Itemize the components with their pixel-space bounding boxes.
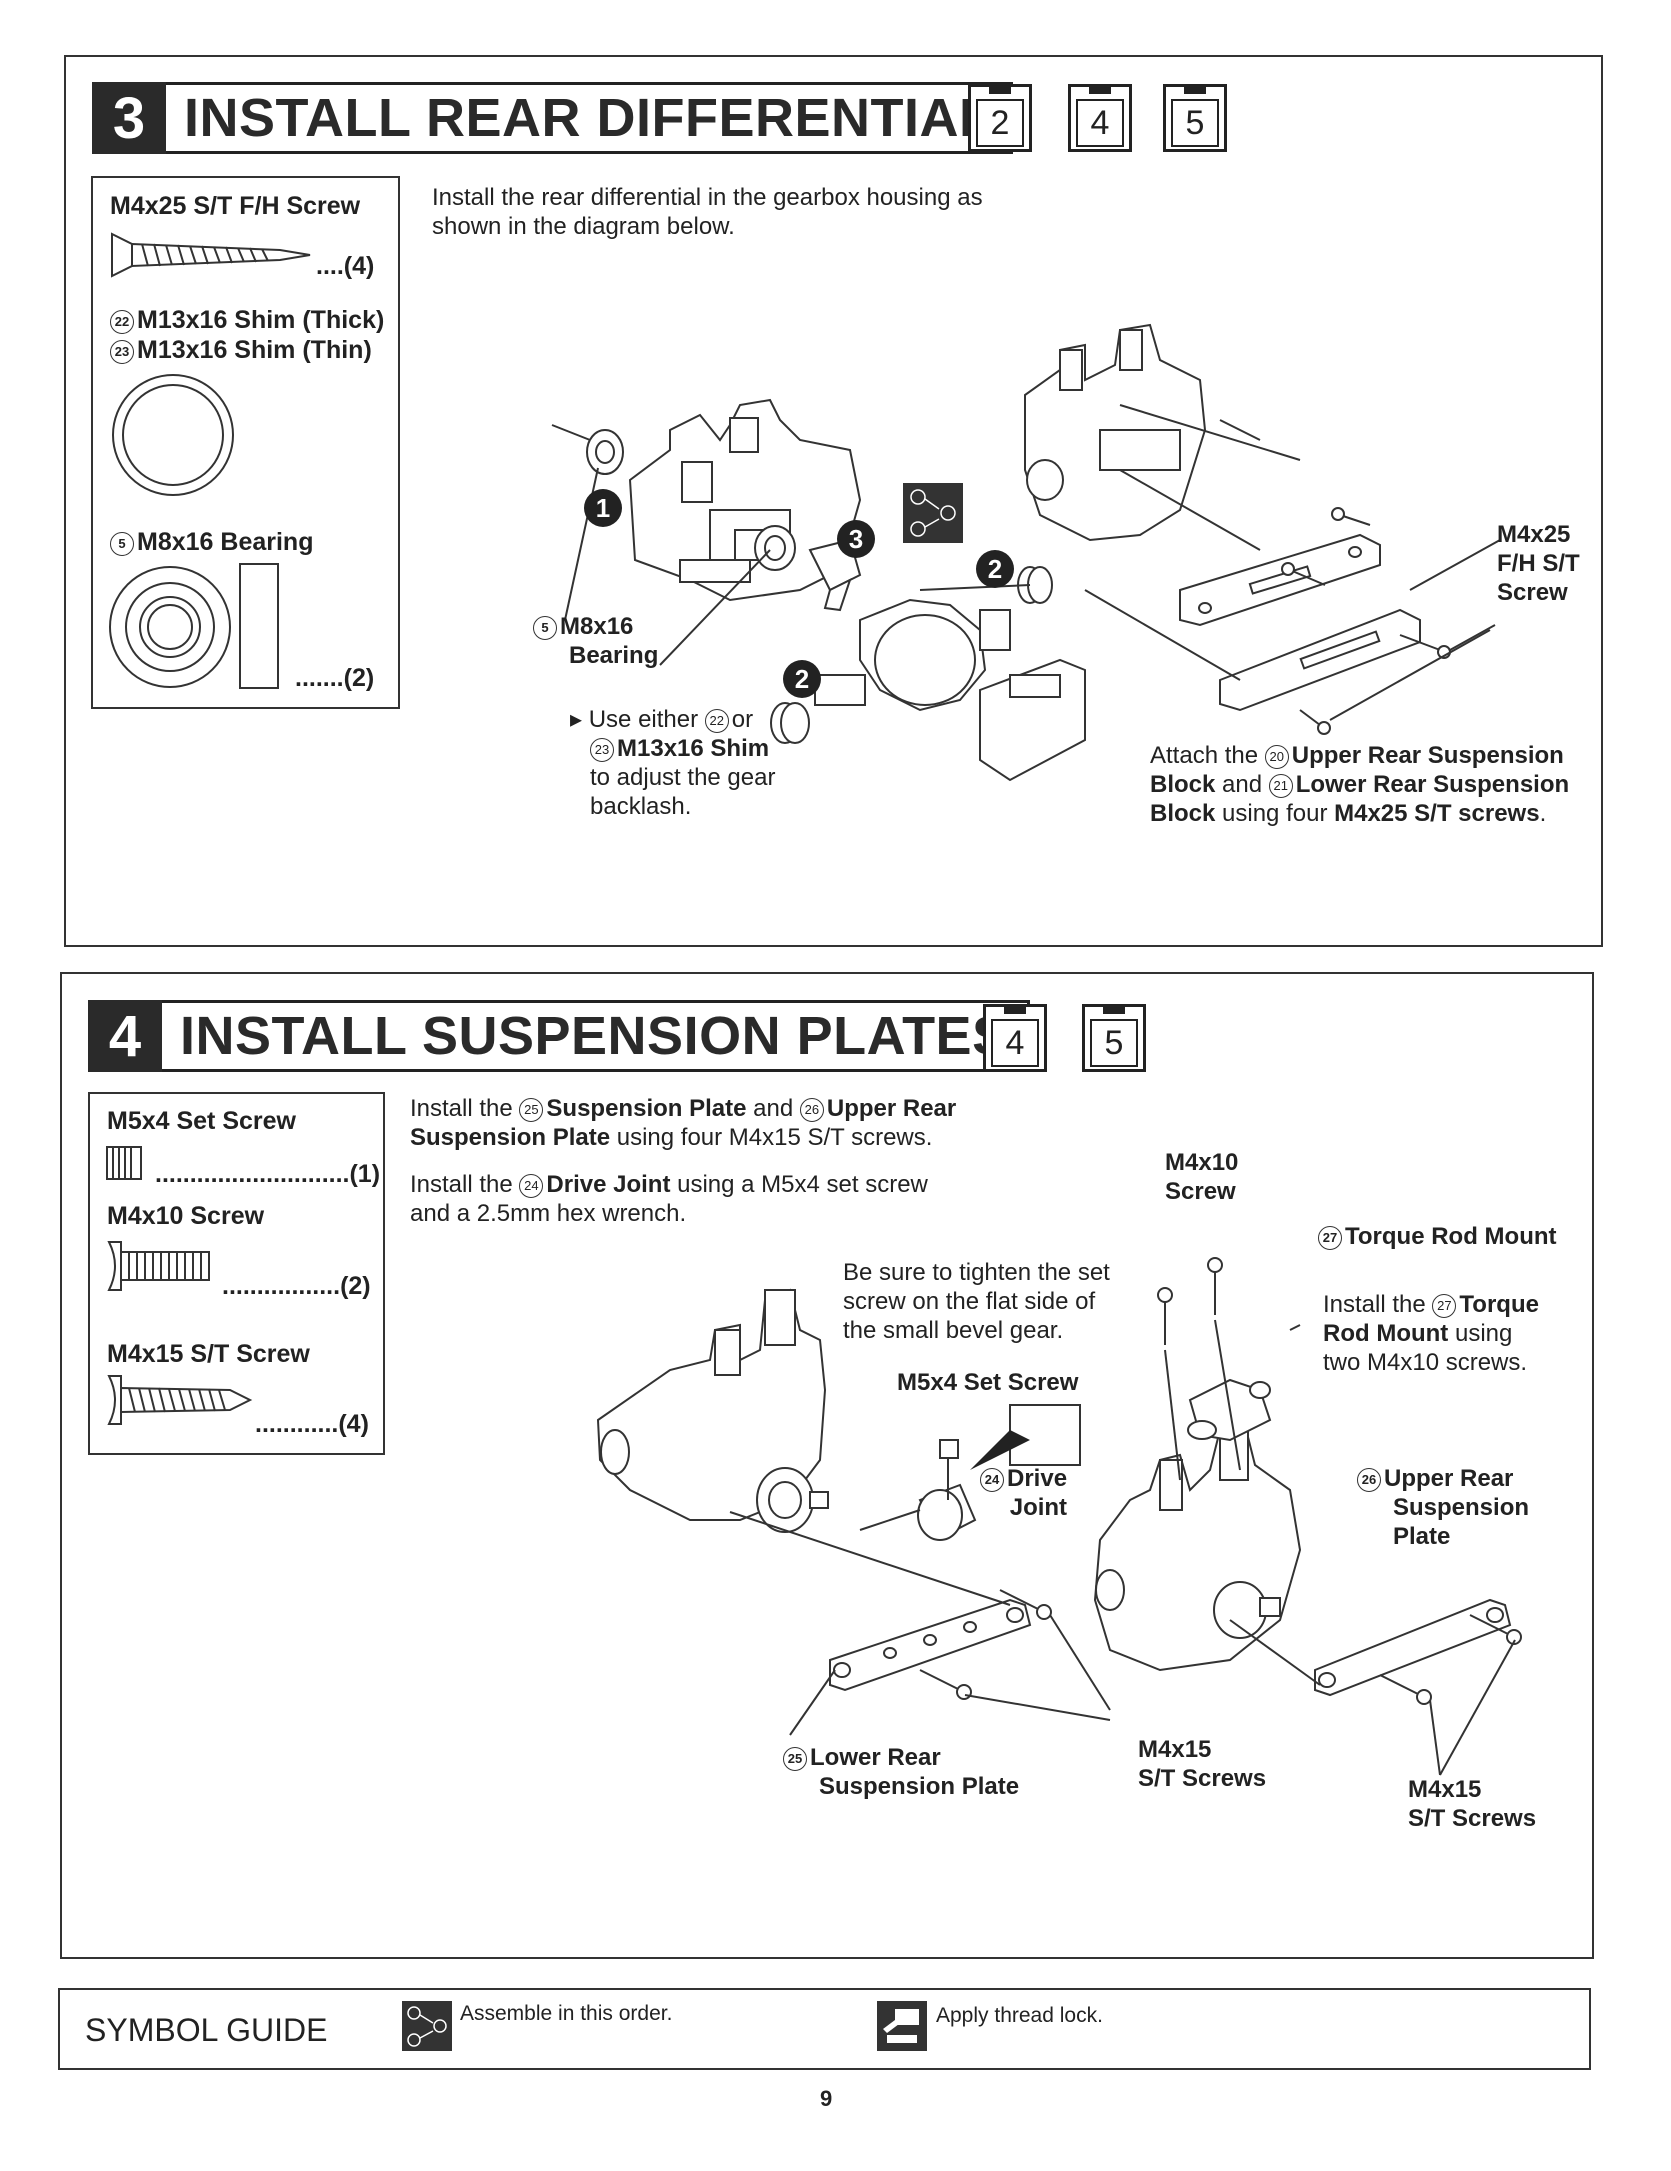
step4-set-screw-label: M5x4 Set Screw [107,1107,296,1135]
part-number-badge: 24 [980,1468,1004,1492]
step3-ref-icon-2: 2 [968,84,1032,152]
step3-instruction: Install the rear differential in the gea… [432,184,983,240]
step4-st-screws-callout-b: M4x15 S/T Screws [1408,1776,1537,1832]
step3-ref-icon-4: 4 [1068,84,1132,152]
part-number-badge: 26 [799,1098,824,1122]
step4-header: 4 INSTALL SUSPENSION PLATES [88,1000,1030,1072]
step4-title: INSTALL SUSPENSION PLATES [162,1000,1030,1072]
thread-lock-icon [877,2001,927,2051]
step4-m4x10-label: M4x10 Screw [107,1202,265,1230]
step3-bearing-qty: .......(2) [295,664,375,692]
part-number-badge: 23 [590,738,614,762]
thread-lock-glyph-icon [883,2009,919,2043]
step4-m4x15-label: M4x15 S/T Screw [107,1340,310,1368]
step4-m4x15-qty: ............(4) [255,1410,369,1438]
assemble-order-icon [402,2001,452,2051]
order-badge-2: 2 [976,550,1014,588]
order-glyph-icon [407,2006,447,2047]
step3-ref-icon-5: 5 [1163,84,1227,152]
assemble-order-text: Assemble in this order. [460,2002,673,2025]
order-badge-3: 3 [837,520,875,558]
step3-screw-qty: ....(4) [316,252,375,280]
step4-set-screw-callout: M5x4 Set Screw [897,1369,1079,1396]
assembly-order-symbol-icon [903,483,963,543]
rear-differential-exploded-diagram [551,323,1501,782]
step3-screw-callout: M4x25 F/H S/T Screw [1497,521,1580,606]
part-number-badge: 25 [519,1098,544,1122]
step3-header: 3 INSTALL REAR DIFFERENTIAL [92,82,1014,154]
part-number-badge: 27 [1432,1294,1457,1318]
part-number-badge: 20 [1264,745,1289,769]
step4-set-screw-qty: ............................(1) [155,1160,381,1188]
symbol-guide-title: SYMBOL GUIDE [85,2012,328,2048]
part-number-badge: 26 [1357,1468,1381,1492]
m4x10-screw-icon [107,1241,210,1291]
suspension-plates-exploded-diagram [596,1257,1522,1776]
step4-number: 4 [88,1000,162,1072]
thread-lock-text: Apply thread lock. [936,2004,1103,2027]
step4-tighten-note: Be sure to tighten the set screw on the … [843,1259,1110,1344]
order-glyph-icon [910,489,956,537]
step3-screw-label: M4x25 S/T F/H Screw [110,192,361,220]
bearing-icon [109,563,279,689]
part-number-badge: 5 [533,616,557,640]
part-number-badge: 22 [704,709,729,733]
part-number-badge: 25 [783,1747,807,1771]
part-number-badge: 23 [110,340,134,364]
step4-ref-icon-4: 4 [983,1004,1047,1072]
order-badge-2b: 2 [783,660,821,698]
symbol-guide-panel [58,1988,1591,2070]
step4-st-screws-callout-a: M4x15 S/T Screws [1138,1736,1267,1792]
part-number-badge: 21 [1268,774,1293,798]
order-badge-1: 1 [584,489,622,527]
set-screw-icon [106,1146,142,1180]
shim-icon [112,374,234,496]
part-number-badge: 24 [519,1174,544,1198]
m4x15-st-screw-icon [107,1375,253,1425]
step4-ref-icon-5: 5 [1082,1004,1146,1072]
part-number-badge: 22 [110,310,134,334]
page-number: 9 [820,2086,833,2111]
part-number-badge: 27 [1318,1226,1342,1250]
part-number-badge: 5 [110,532,134,556]
step4-panel [60,972,1594,1959]
step3-panel [64,55,1603,947]
step3-number: 3 [92,82,166,154]
step3-title: INSTALL REAR DIFFERENTIAL [166,82,1014,154]
step4-m4x10-qty: .................(2) [222,1272,371,1300]
step4-m4x10-callout: M4x10 Screw [1165,1149,1239,1205]
flat-head-screw-icon [111,232,311,278]
